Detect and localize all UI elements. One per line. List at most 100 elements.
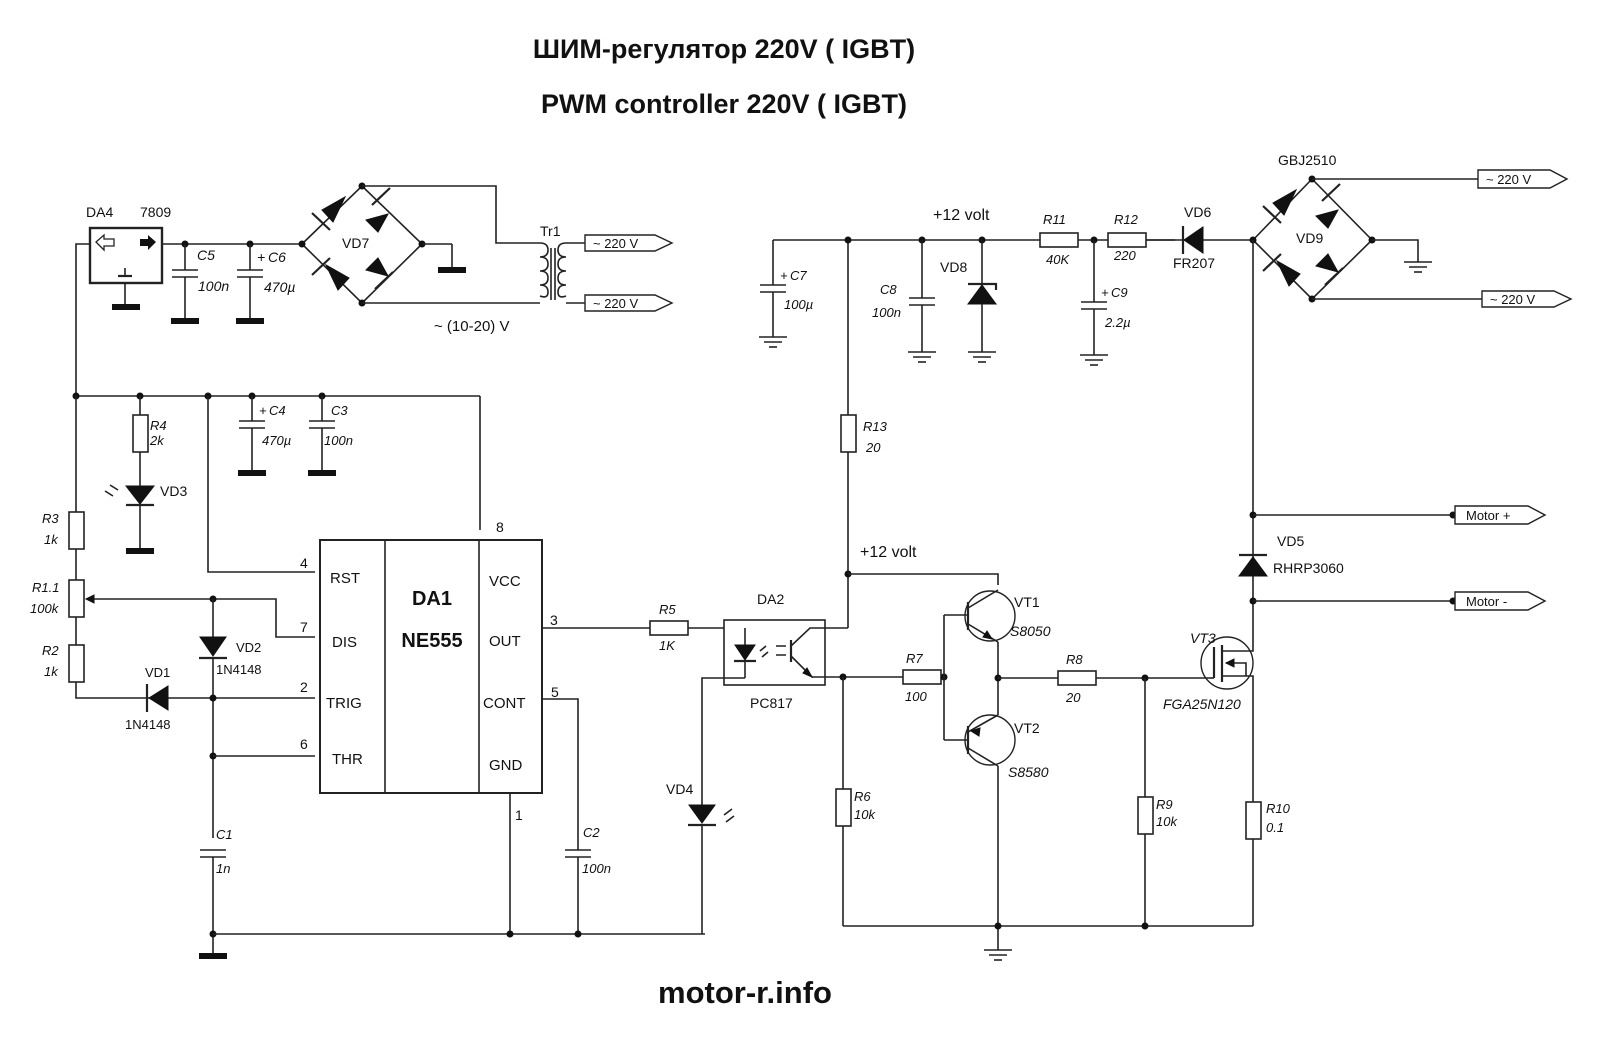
vd2-ref: VD2 <box>236 640 261 655</box>
c7-value: 100µ <box>784 297 813 312</box>
diode-vd1 <box>145 684 169 712</box>
c6-value: 470µ <box>264 279 295 295</box>
da2-ref: DA2 <box>757 591 784 607</box>
pin-num-6: 6 <box>300 736 308 752</box>
capacitor-c9 <box>1081 301 1107 310</box>
resistor-r2 <box>68 644 85 683</box>
resistor-r11 <box>1039 232 1079 248</box>
c8-ref: C8 <box>880 282 897 297</box>
ground-timer <box>199 953 227 959</box>
r4-value: 2k <box>149 433 165 448</box>
regulator-input-arrow-icon <box>140 235 156 250</box>
r1-1-ref: R1.1 <box>32 580 59 595</box>
da1-ref: DA1 <box>412 588 452 610</box>
resistor-r8 <box>1057 670 1097 686</box>
c3-value: 100n <box>324 433 353 448</box>
capacitor-c2 <box>565 849 591 858</box>
pin-name-trig: TRIG <box>326 695 362 712</box>
transformer-tr1 <box>539 242 567 300</box>
resistor-r5 <box>649 620 689 636</box>
terminal-motor-plus[interactable]: Motor + <box>1454 505 1547 525</box>
r2-value: 1k <box>44 664 59 679</box>
terminal-mains-ac-1[interactable]: ~ 220 V <box>1477 169 1569 189</box>
r10-ref: R10 <box>1266 801 1291 816</box>
supply-label-12v-top: +12 volt <box>933 207 990 224</box>
regulator-output-arrow-icon <box>95 233 115 252</box>
terminal-ac-in-1[interactable]: ~ 220 V <box>584 234 674 252</box>
vd5-ref: VD5 <box>1277 533 1304 549</box>
terminal-ac-in-2-label: ~ 220 V <box>593 296 639 311</box>
r10-value: 0.1 <box>1266 820 1284 835</box>
c6-polarity: + <box>257 249 265 265</box>
c1-ref: C1 <box>216 827 233 842</box>
c5-ref: C5 <box>197 247 215 263</box>
c3-ref: C3 <box>331 403 348 418</box>
da2-part: PC817 <box>750 695 793 711</box>
title-english: PWM controller 220V ( IGBT) <box>541 89 907 119</box>
vt2-ref: VT2 <box>1014 720 1040 736</box>
potentiometer-r1-1[interactable] <box>68 579 85 618</box>
pin-name-thr: THR <box>332 751 363 768</box>
ground-vd9-icon <box>1403 261 1433 273</box>
pin-num-7: 7 <box>300 619 308 635</box>
pin-num-8: 8 <box>496 519 504 535</box>
pin-name-out: OUT <box>489 633 521 650</box>
c4-value: 470µ <box>262 433 291 448</box>
ground-c7-icon <box>758 336 788 348</box>
timer-ic-da1 <box>319 539 543 794</box>
title-russian: ШИМ-регулятор 220V ( IGBT) <box>533 34 915 64</box>
c1-value: 1n <box>216 861 230 876</box>
light-emission-icon <box>723 808 735 823</box>
r7-ref: R7 <box>906 651 923 666</box>
resistor-r3 <box>68 511 85 550</box>
terminal-motor-minus[interactable]: Motor - <box>1454 591 1547 611</box>
terminal-ac-in-1-label: ~ 220 V <box>593 236 639 251</box>
vd3-ref: VD3 <box>160 483 187 499</box>
resistor-r4 <box>132 414 149 453</box>
terminal-ac-in-2[interactable]: ~ 220 V <box>584 294 674 312</box>
ground-driver-icon <box>983 949 1013 961</box>
ground-c8-icon <box>907 351 937 363</box>
optocoupler-da2 <box>723 619 826 686</box>
r9-value: 10k <box>1156 814 1178 829</box>
pin-num-3: 3 <box>550 612 558 628</box>
pin-name-cont: CONT <box>483 695 526 712</box>
pin-name-rst: RST <box>330 570 360 587</box>
opto-receive-icon <box>776 645 786 656</box>
r8-ref: R8 <box>1066 652 1083 667</box>
ground-c9-icon <box>1079 354 1109 366</box>
vt3-ref: VT3 <box>1190 630 1216 646</box>
pin-name-vcc: VCC <box>489 573 521 590</box>
r3-ref: R3 <box>42 511 59 526</box>
pin-num-4: 4 <box>300 555 308 571</box>
vd9-ref: VD9 <box>1296 230 1323 246</box>
c7-ref: C7 <box>790 268 807 283</box>
secondary-voltage-label: ~ (10-20) V <box>434 318 509 335</box>
r2-ref: R2 <box>42 643 59 658</box>
r11-value: 40K <box>1046 252 1070 267</box>
r12-ref: R12 <box>1114 212 1139 227</box>
vd2-part: 1N4148 <box>216 662 262 677</box>
pin-num-1: 1 <box>515 807 523 823</box>
diode-vd6 <box>1181 226 1204 254</box>
transistor-vt1 <box>964 589 1016 643</box>
c2-ref: C2 <box>583 825 600 840</box>
c6-ref: C6 <box>268 249 286 265</box>
capacitor-c1 <box>200 849 226 858</box>
vd7-ref: VD7 <box>342 235 369 251</box>
ground-vd8-icon <box>967 351 997 363</box>
footer-website[interactable]: motor-r.info <box>658 975 832 1010</box>
terminal-mains-ac-1-label: ~ 220 V <box>1486 172 1532 187</box>
resistor-r7 <box>902 669 942 685</box>
da4-ref: DA4 <box>86 204 113 220</box>
r3-value: 1k <box>44 532 59 547</box>
r4-ref: R4 <box>150 418 167 433</box>
capacitor-c5 <box>171 244 199 324</box>
r5-ref: R5 <box>659 602 676 617</box>
vt1-ref: VT1 <box>1014 594 1040 610</box>
motor-minus-label: Motor - <box>1466 594 1507 609</box>
supply-label-12v-driver: +12 volt <box>860 544 917 561</box>
capacitor-c7 <box>760 284 786 293</box>
terminal-mains-ac-2[interactable]: ~ 220 V <box>1481 290 1573 308</box>
